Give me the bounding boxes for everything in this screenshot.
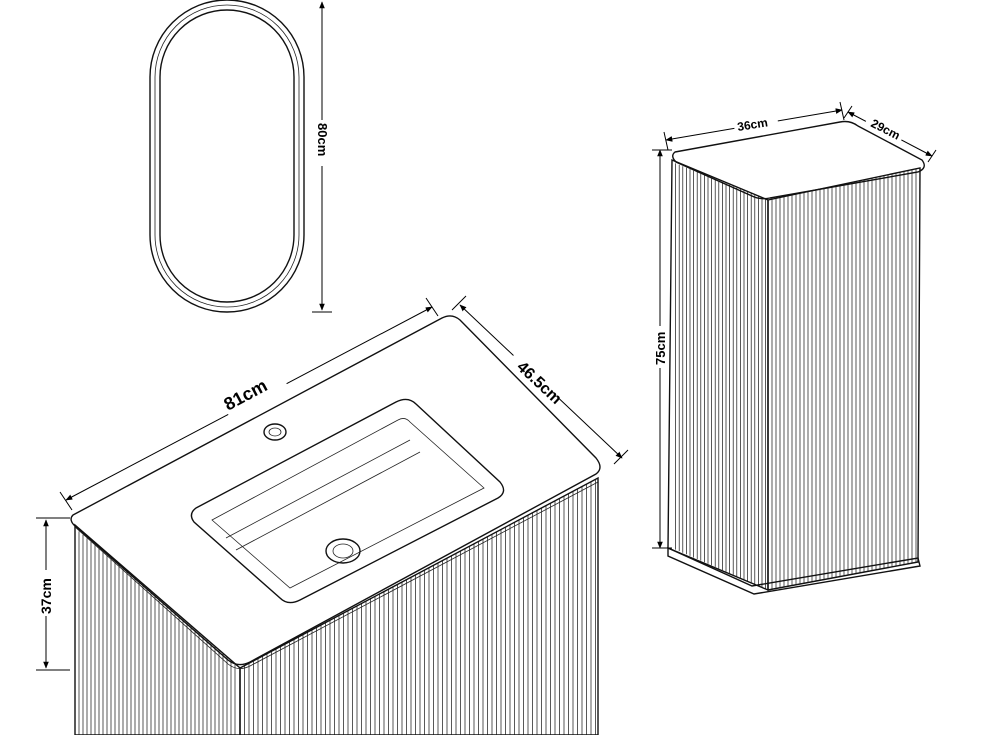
oval-mirror [149,0,305,313]
cabinet-width-label: 36cm [736,115,769,134]
vanity-depth-dimension: 46.5cm [451,295,629,465]
cabinet-height-dimension: 75cm [652,149,672,549]
mirror-height-label: 80cm [315,123,330,156]
cabinet-width-dimension: 36cm [663,101,845,151]
vanity-flutes-left [78,531,236,735]
vanity-height-label: 37cm [38,578,54,614]
cabinet-depth-dimension: 29cm [843,105,937,163]
mirror-height-dimension: 80cm [312,1,332,313]
cabinet-flutes-left [675,163,766,589]
vanity-width-dimension: 81cm [59,297,439,511]
cabinet-height-label: 75cm [653,332,668,365]
cabinet-flutes-right [771,168,917,590]
tall-cabinet [667,120,925,595]
vanity-height-dimension: 37cm [36,517,70,671]
vanity-cabinet [70,315,601,735]
vanity-flutes-right [244,479,596,735]
